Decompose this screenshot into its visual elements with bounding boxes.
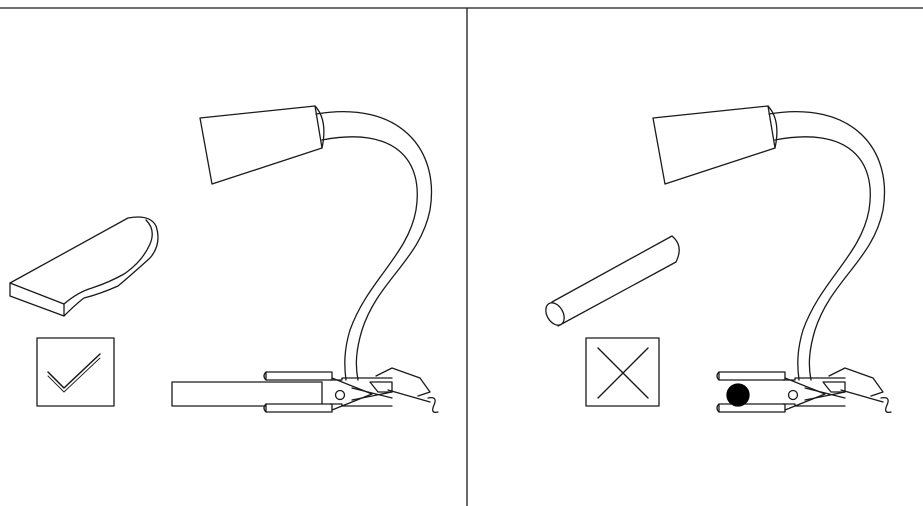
lamp-clip-right	[652, 105, 892, 414]
cross-icon	[585, 337, 660, 407]
panel-incorrect	[545, 105, 892, 414]
rod-object	[545, 235, 680, 327]
board-object	[9, 216, 159, 317]
clamped-board	[171, 381, 323, 407]
rod-in-clamp	[726, 383, 750, 407]
panel-correct	[9, 105, 439, 414]
lamp-clip-left	[199, 105, 439, 414]
check-icon	[36, 337, 115, 407]
